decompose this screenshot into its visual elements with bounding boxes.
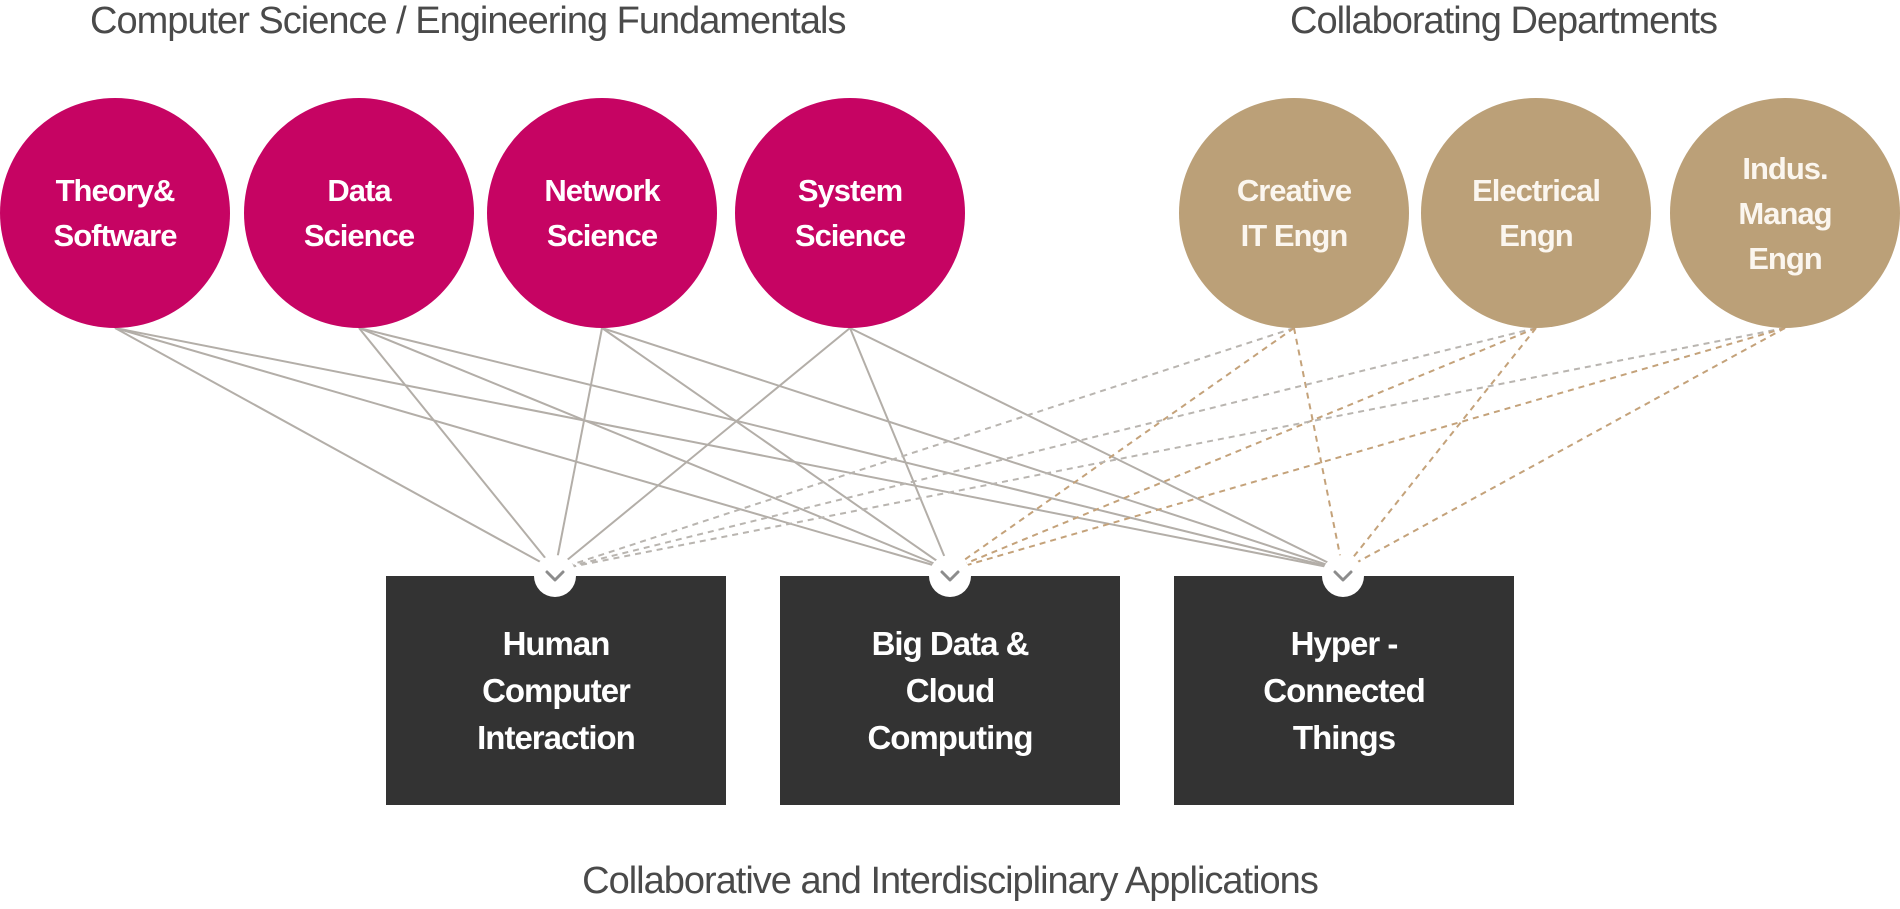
application-big-data-cloud: Big Data & Cloud Computing (780, 576, 1120, 805)
dashed-connection-line (554, 327, 1786, 571)
dashed-connection-line (1293, 327, 1344, 571)
collaborating-departments-heading: Collaborating Departments (1290, 0, 1718, 42)
department-label: Electrical Engn (1472, 173, 1601, 253)
dashed-connection-line (554, 327, 1295, 571)
chevron-down-icon (534, 555, 576, 597)
connection-line (849, 327, 951, 571)
department-electrical: Electrical Engn (1421, 98, 1651, 328)
dashed-connection-line (1342, 327, 1786, 571)
chevron-down-icon (1322, 555, 1364, 597)
application-hci: Human Computer Interaction (386, 576, 726, 805)
core-area-label: System Science (794, 173, 906, 253)
connection-line (358, 327, 556, 571)
connection-line (358, 327, 951, 571)
fundamentals-heading: Computer Science / Engineering Fundament… (90, 0, 846, 42)
chevron-down-icon (929, 555, 971, 597)
department-label: Indus. Manag Engn (1738, 150, 1832, 276)
department-creative-it: Creative IT Engn (1179, 98, 1409, 328)
connection-line (114, 327, 556, 571)
connection-line (114, 327, 951, 571)
core-area-label: Network Science (544, 173, 660, 253)
connection-line (554, 327, 603, 571)
application-label: Human Computer Interaction (477, 625, 636, 756)
department-label: Creative IT Engn (1236, 173, 1352, 253)
connection-line (601, 327, 1344, 571)
department-industrial-management: Indus. Manag Engn (1670, 98, 1900, 328)
dashed-connection-line (949, 327, 1537, 571)
core-area-data-science: Data Science (244, 98, 474, 328)
core-area-label: Theory& Software (53, 173, 178, 253)
dashed-connection-line (949, 327, 1786, 571)
connection-line (114, 327, 1344, 571)
application-label: Big Data & Cloud Computing (867, 625, 1033, 756)
connection-line (358, 327, 1344, 571)
connection-line (849, 327, 1344, 571)
connection-line (554, 327, 851, 571)
application-hyper-connected: Hyper - Connected Things (1174, 576, 1514, 805)
connection-line (601, 327, 951, 571)
dashed-connection-line (554, 327, 1537, 571)
core-area-label: Data Science (303, 173, 415, 253)
core-area-theory-software: Theory& Software (0, 98, 230, 328)
dashed-connection-line (949, 327, 1295, 571)
application-label: Hyper - Connected Things (1263, 625, 1426, 756)
dashed-connection-line (1342, 327, 1537, 571)
applications-heading: Collaborative and Interdisciplinary Appl… (582, 860, 1319, 902)
core-area-system-science: System Science (735, 98, 965, 328)
core-area-network-science: Network Science (487, 98, 717, 328)
